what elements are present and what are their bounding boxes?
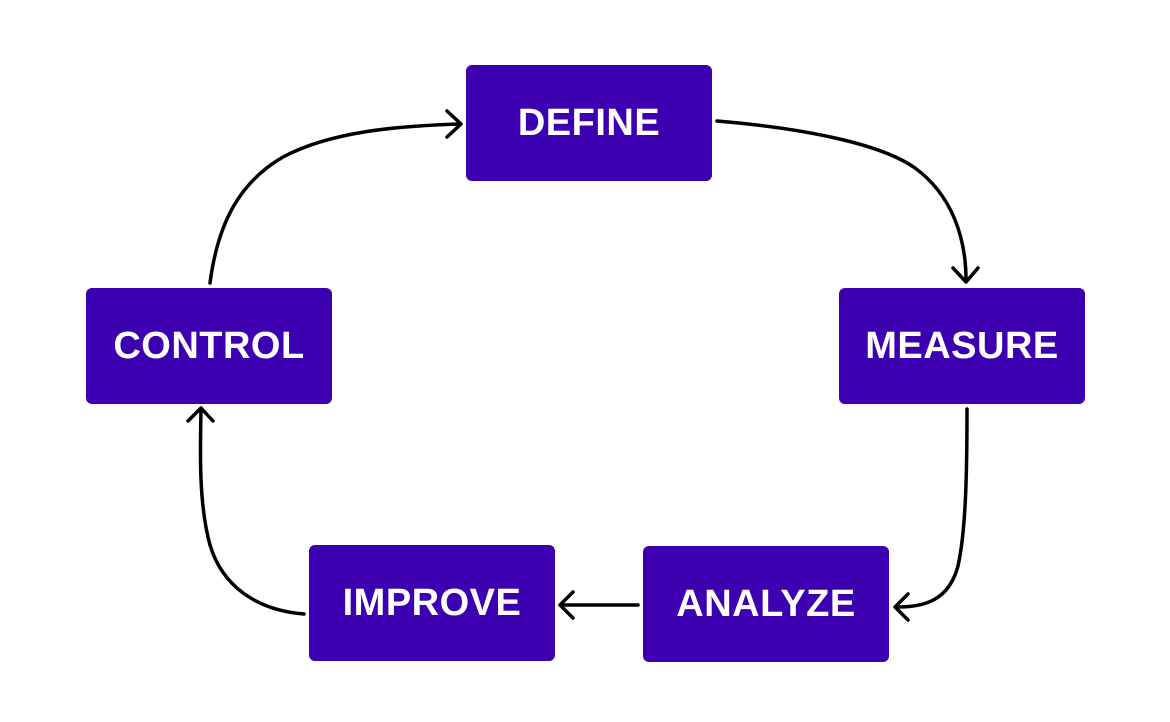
- step-define-label: DEFINE: [517, 101, 661, 144]
- step-analyze-label: ANALYZE: [676, 582, 856, 625]
- arrow-improve-to-control: [186, 406, 306, 616]
- arrow-measure-to-analyze: [893, 407, 969, 622]
- step-measure-label: MEASURE: [865, 324, 1059, 367]
- step-measure: MEASURE: [839, 288, 1085, 404]
- arrow-analyze-to-improve: [558, 590, 640, 620]
- step-improve-label: IMPROVE: [342, 581, 522, 624]
- step-define: DEFINE: [466, 65, 712, 181]
- arrow-define-to-measure: [715, 119, 980, 284]
- step-improve: IMPROVE: [309, 545, 555, 661]
- step-analyze: ANALYZE: [643, 546, 889, 662]
- arrow-control-to-define: [208, 109, 463, 285]
- step-control-label: CONTROL: [113, 324, 305, 367]
- step-control: CONTROL: [86, 288, 332, 404]
